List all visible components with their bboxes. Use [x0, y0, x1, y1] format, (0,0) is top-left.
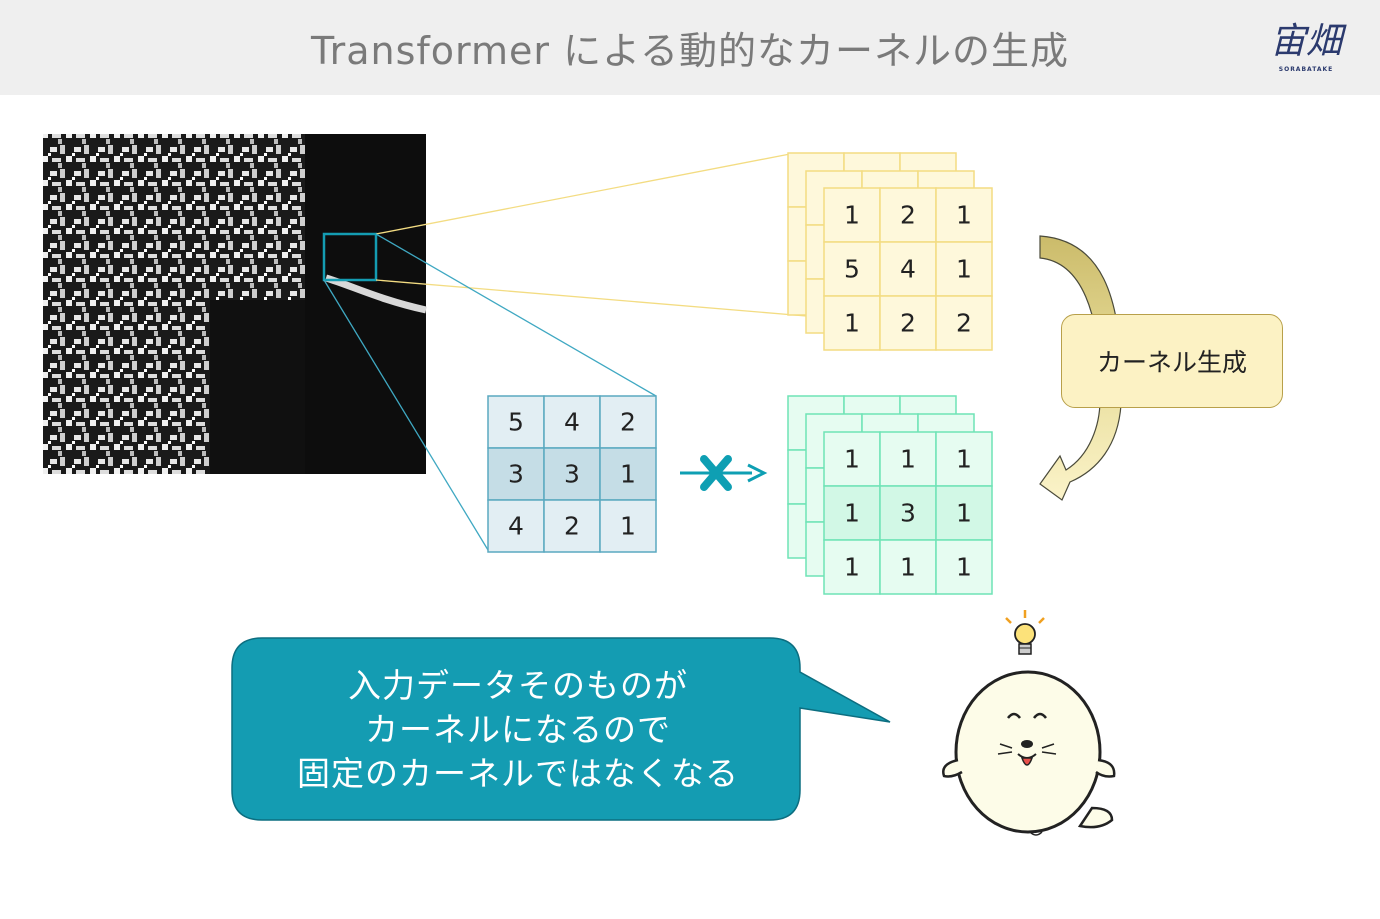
yellow-kernel-stack: 1 2 1 5 4 1 1 2 2 [787, 152, 993, 351]
yellow-kernel-cell [935, 241, 993, 297]
input-grid-value: 3 [564, 460, 580, 489]
green-kernel-stack: 1 1 1 1 3 1 1 1 1 [787, 395, 993, 595]
title-bar: Transformer による動的なカーネルの生成 宙畑 SORABATAKE [0, 0, 1380, 95]
yellow-kernel-value: 1 [956, 201, 972, 230]
input-grid-cell [543, 447, 601, 501]
input-grid: 5 4 2 3 3 1 4 2 1 [487, 395, 657, 553]
yellow-kernel-cell [823, 295, 881, 351]
yellow-kernel-cell [823, 187, 881, 243]
speech-bubble [231, 637, 891, 821]
input-grid-value: 1 [620, 460, 636, 489]
green-kernel-value: 1 [844, 499, 860, 528]
seal-character [942, 670, 1116, 836]
green-kernel-value: 1 [900, 445, 916, 474]
green-kernel-value: 1 [956, 499, 972, 528]
kernel-generation-label: カーネル生成 [1061, 314, 1283, 408]
multiply-icon [700, 455, 732, 491]
yellow-kernel-value: 1 [844, 201, 860, 230]
green-kernel-value: 3 [900, 499, 916, 528]
yellow-kernel-value: 2 [956, 309, 972, 338]
lightbulb-icon [1005, 610, 1045, 655]
green-kernel-cell [935, 539, 993, 595]
green-kernel-cell [935, 485, 993, 541]
green-kernel-cell [879, 539, 937, 595]
green-kernel-cell [823, 539, 881, 595]
sorabatake-logo: 宙畑 SORABATAKE [1256, 22, 1356, 78]
input-grid-cell [487, 499, 545, 553]
yellow-kernel-cell [935, 295, 993, 351]
input-grid-value: 2 [564, 512, 580, 541]
green-kernel-value: 1 [956, 553, 972, 582]
yellow-kernel-value: 5 [844, 255, 860, 284]
green-kernel-value: 1 [956, 445, 972, 474]
yellow-kernel-cell [879, 295, 937, 351]
bubble-line-2: カーネルになるので [365, 710, 671, 749]
input-grid-value: 4 [508, 512, 524, 541]
projection-line [375, 233, 657, 397]
yellow-kernel-value: 4 [900, 255, 916, 284]
input-grid-value: 4 [564, 408, 580, 437]
yellow-kernel-value: 2 [900, 201, 916, 230]
projection-line [375, 153, 791, 235]
input-grid-value: 1 [620, 512, 636, 541]
yellow-kernel-cell [935, 187, 993, 243]
input-grid-cell [543, 499, 601, 553]
logo-wordmark: SORABATAKE [1278, 66, 1334, 73]
green-kernel-value: 1 [900, 553, 916, 582]
input-grid-value: 2 [620, 408, 636, 437]
input-grid-cell [599, 499, 657, 553]
yellow-kernel-value: 1 [956, 255, 972, 284]
bubble-line-3: 固定のカーネルではなくなる [297, 754, 739, 793]
projection-line [375, 279, 807, 317]
green-kernel-cell [823, 431, 881, 487]
speech-bubble-text: 入力データそのものが カーネルになるので 固定のカーネルではなくなる [236, 664, 800, 796]
input-grid-value: 5 [508, 408, 524, 437]
yellow-kernel-cell [879, 187, 937, 243]
input-grid-value: 3 [508, 460, 524, 489]
yellow-kernel-value: 1 [844, 309, 860, 338]
yellow-kernel-value: 2 [900, 309, 916, 338]
input-grid-cell [487, 395, 545, 449]
selection-box [322, 232, 378, 282]
input-grid-cell [599, 447, 657, 501]
green-kernel-value: 1 [844, 445, 860, 474]
green-kernel-value: 1 [844, 553, 860, 582]
page-title: Transformer による動的なカーネルの生成 [311, 29, 1069, 73]
logo-mark: 宙畑 [1269, 21, 1342, 62]
yellow-kernel-cell [823, 241, 881, 297]
multiply-arrow [680, 455, 768, 491]
projection-line [323, 279, 489, 551]
input-grid-cell [599, 395, 657, 449]
bubble-line-1: 入力データそのものが [348, 666, 688, 705]
satellite-image [43, 134, 427, 474]
